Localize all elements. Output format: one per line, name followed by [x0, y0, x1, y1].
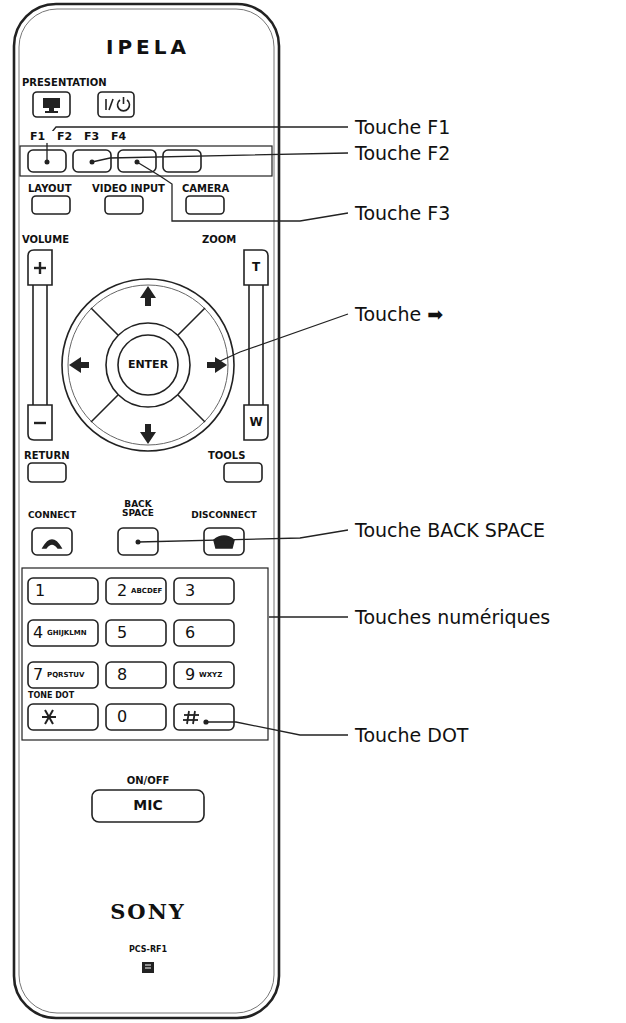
button-label: T: [252, 261, 260, 274]
button-label: ENTER: [128, 359, 168, 371]
power-button: [98, 92, 134, 117]
button-label: MIC: [133, 798, 162, 813]
callout-label: Touche F3: [355, 203, 450, 224]
presentation-button: [33, 92, 70, 117]
key-number: 6: [185, 624, 195, 642]
callout-label: Touche ➡: [355, 304, 443, 325]
button-label: W: [249, 416, 262, 429]
button-label: VOLUME: [22, 234, 69, 245]
button-label: PRESENTATION: [22, 77, 107, 88]
callout-label: Touche BACK SPACE: [355, 520, 545, 541]
key-number: 2: [117, 582, 127, 600]
callout-label: Touches numériques: [355, 607, 550, 628]
f4-button: [163, 150, 201, 172]
key-letters: GHIJKLMN: [47, 630, 87, 638]
direction-pad: [62, 279, 234, 451]
button-label: F1 F2 F3 F4: [30, 131, 126, 143]
disconnect-button: [204, 528, 244, 555]
button-label: CONNECT: [28, 511, 76, 521]
key-number: 7: [33, 666, 43, 684]
button-label: LAYOUT: [28, 183, 71, 194]
function-strip: [20, 146, 272, 176]
callout-label: Touche F2: [355, 143, 450, 164]
volume-up: [28, 250, 52, 285]
key-letters: WXYZ: [199, 672, 222, 680]
remote-housing: [14, 4, 279, 1018]
callout-label: Touche DOT: [355, 725, 468, 746]
hash-symbol: [183, 711, 199, 724]
button-label: ZOOM: [202, 234, 236, 245]
housing-inner-edge: [19, 9, 274, 1013]
key-number: 0: [117, 708, 127, 726]
button-label: VIDEO INPUT: [92, 183, 165, 194]
connect-button: [32, 528, 72, 555]
dot-key: [174, 704, 234, 730]
mic-button: [92, 790, 204, 822]
volume-down: [28, 405, 52, 440]
keypad-panel: [22, 568, 268, 740]
button-label: CAMERA: [182, 183, 229, 194]
zoom-tele: [244, 250, 268, 285]
key-number: 9: [185, 666, 195, 684]
enter-button: [118, 335, 178, 395]
f3-button: [118, 150, 156, 172]
button-label: ON/OFF: [127, 775, 170, 786]
button-label: TONE DOT: [28, 692, 74, 701]
key-number: 4: [33, 624, 43, 642]
key-letters: ABCDEF: [131, 588, 162, 596]
zoom-wide: [244, 405, 268, 440]
rf-logo: [142, 962, 154, 973]
button-label: RETURN: [24, 450, 70, 461]
brand-logo: IPELA: [106, 36, 190, 58]
model-label: PCS-RF1: [129, 946, 167, 955]
key-number: 8: [117, 666, 127, 684]
f2-button: [73, 150, 111, 172]
asterisk-symbol: [42, 710, 56, 724]
button-label: DISCONNECT: [191, 511, 257, 521]
leader-lines: [47, 127, 348, 735]
button-label: BACK SPACE: [116, 500, 160, 519]
brand-logo: SONY: [110, 900, 186, 923]
key-number: 1: [35, 582, 45, 600]
key-letters: PQRSTUV: [47, 672, 84, 680]
callout-label: Touche F1: [355, 117, 450, 138]
key-number: 5: [117, 624, 127, 642]
button-label: TOOLS: [208, 450, 245, 461]
key-number: 3: [185, 582, 195, 600]
